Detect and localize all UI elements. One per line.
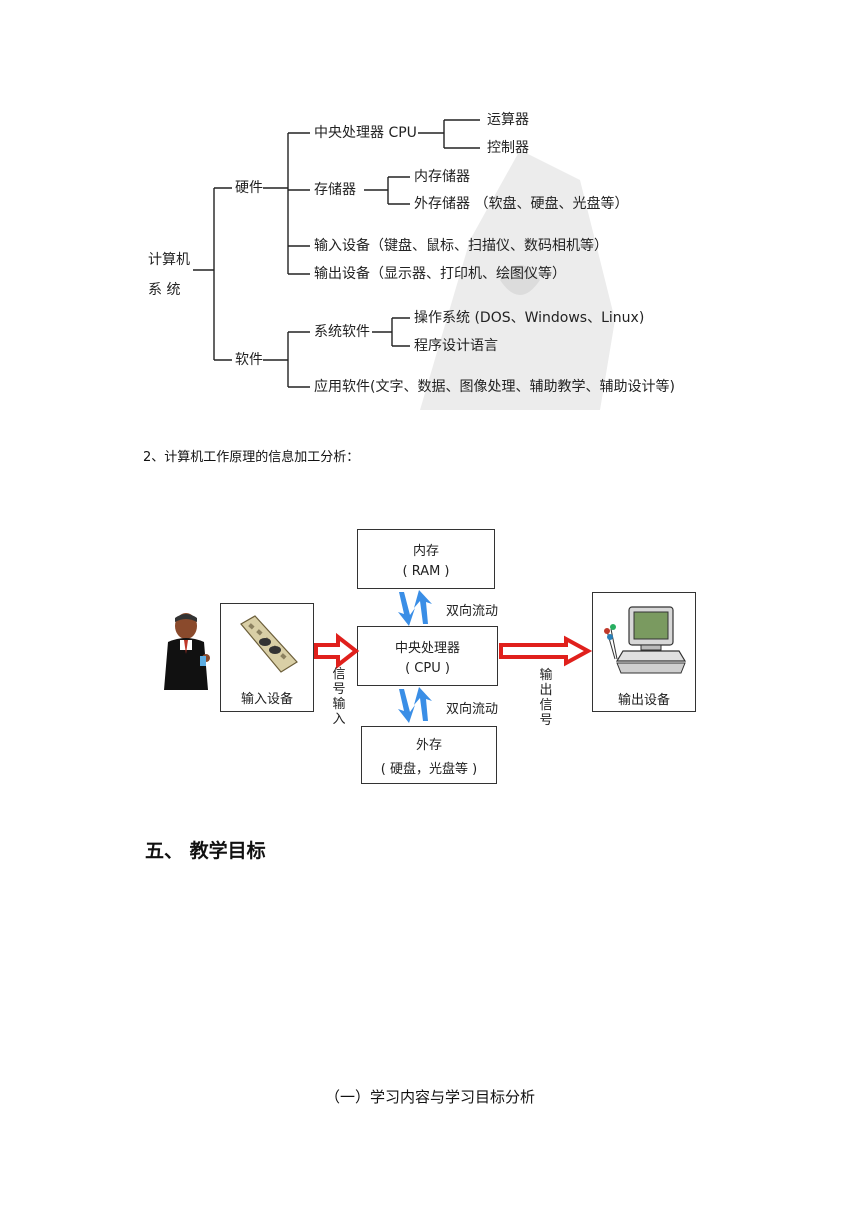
signal-out-label: 输 出 信 号 bbox=[538, 668, 554, 728]
tree-alu: 运算器 bbox=[487, 112, 529, 128]
ram-box: 内存 ( RAM ) bbox=[357, 529, 495, 589]
tree-input-devices: 输入设备（键盘、鼠标、扫描仪、数码相机等） bbox=[314, 238, 608, 254]
ram-subtitle: ( RAM ) bbox=[402, 563, 450, 579]
tree-storage: 存储器 bbox=[314, 182, 356, 198]
tree-output-devices: 输出设备（显示器、打印机、绘图仪等） bbox=[314, 266, 566, 282]
tree-programming-language: 程序设计语言 bbox=[414, 338, 498, 354]
signal-in-char-2: 号 bbox=[332, 682, 346, 697]
signal-in-char-1: 信 bbox=[332, 667, 346, 682]
subsection-1-heading: （一）学习内容与学习目标分析 bbox=[324, 1088, 535, 1106]
bidir-arrow-top-up bbox=[414, 590, 432, 624]
person-icon bbox=[164, 613, 210, 690]
signal-out-char-1: 输 bbox=[539, 668, 553, 683]
external-storage-title: 外存 bbox=[415, 737, 442, 753]
input-device-label: 输入设备 bbox=[240, 692, 293, 707]
signal-in-char-3: 输 bbox=[332, 697, 346, 712]
input-device-box: 输入设备 bbox=[220, 603, 314, 712]
output-device-box: 输出设备 bbox=[592, 592, 696, 712]
output-device-label: 输出设备 bbox=[617, 693, 670, 708]
cpu-subtitle: ( CPU ) bbox=[405, 660, 450, 676]
signal-in-char-4: 入 bbox=[332, 712, 346, 727]
tree-lines bbox=[193, 119, 480, 388]
bidir-arrow-top-down bbox=[398, 592, 415, 626]
external-storage-box: 外存 ( 硬盘，光盘等 ) bbox=[361, 726, 497, 784]
background-watermark bbox=[420, 150, 615, 410]
section-5-heading: 五、 教学目标 bbox=[145, 840, 266, 862]
keyboard-icon bbox=[240, 615, 298, 673]
cpu-title: 中央处理器 bbox=[394, 640, 460, 656]
signal-out-char-2: 出 bbox=[539, 683, 553, 698]
tree-os: 操作系统 (DOS、Windows、Linux) bbox=[414, 310, 645, 326]
signal-out-char-4: 号 bbox=[539, 713, 553, 728]
ram-title: 内存 bbox=[412, 543, 439, 559]
tree-hardware: 硬件 bbox=[235, 180, 263, 196]
computer-icon bbox=[604, 606, 687, 674]
signal-out-arrow bbox=[499, 635, 593, 667]
bidir-label-top: 双向流动 bbox=[446, 604, 499, 619]
bidir-arrow-bottom-down bbox=[398, 689, 415, 723]
signal-in-label: 信 号 输 入 bbox=[331, 667, 347, 727]
tree-system-software: 系统软件 bbox=[314, 324, 370, 340]
tree-external-storage: 外存储器 （软盘、硬盘、光盘等） bbox=[414, 196, 629, 212]
tree-controller: 控制器 bbox=[487, 140, 529, 156]
external-storage-subtitle: ( 硬盘，光盘等 ) bbox=[380, 761, 478, 777]
tree-internal-storage: 内存储器 bbox=[414, 169, 470, 185]
bidir-label-bottom: 双向流动 bbox=[446, 702, 499, 717]
section-2-title: 2、计算机工作原理的信息加工分析： bbox=[143, 450, 360, 465]
tree-root-line2: 系 统 bbox=[148, 282, 181, 298]
signal-in-arrow bbox=[314, 632, 360, 670]
tree-cpu: 中央处理器 CPU bbox=[314, 125, 417, 141]
flow-arrows bbox=[314, 590, 593, 723]
tree-software: 软件 bbox=[235, 352, 263, 368]
cpu-box: 中央处理器 ( CPU ) bbox=[357, 626, 498, 686]
tree-root-line1: 计算机 bbox=[148, 252, 190, 268]
signal-out-char-3: 信 bbox=[539, 698, 553, 713]
bidir-arrow-bottom-up bbox=[414, 687, 432, 721]
tree-app-software: 应用软件(文字、数据、图像处理、辅助教学、辅助设计等) bbox=[314, 379, 675, 395]
